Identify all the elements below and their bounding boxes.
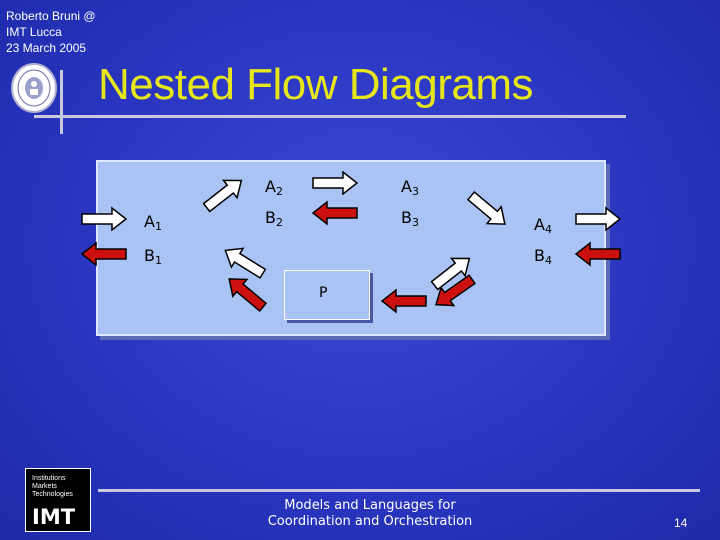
label-a3: A3 — [401, 177, 419, 198]
imt-logo: Institutions Markets Technologies IMT — [25, 468, 91, 532]
arrow-a4-out-icon — [575, 207, 621, 231]
process-p-box: P — [284, 270, 370, 320]
author-text: Roberto Bruni @ — [6, 9, 96, 23]
footer-caption: Models and Languages for Coordination an… — [267, 498, 473, 529]
slide-title: Nested Flow Diagrams — [98, 60, 534, 109]
arrow-b3-to-b2-icon — [312, 201, 358, 225]
arrow-in-a1-icon — [81, 207, 127, 231]
arrow-out-b1-icon — [81, 242, 127, 266]
label-a1: A1 — [144, 212, 162, 233]
arrow-b4-in-icon — [575, 242, 621, 266]
arrow-p-to-b2-icon — [221, 269, 271, 317]
decorative-horizontal-line — [34, 115, 626, 118]
label-a4: A4 — [534, 215, 552, 236]
label-p: P — [319, 285, 328, 301]
label-a2: A2 — [265, 177, 283, 198]
page-number: 14 — [674, 516, 688, 530]
logo-name: IMT — [32, 505, 76, 529]
footer-divider — [98, 489, 700, 492]
decorative-vertical-line — [60, 70, 63, 134]
logo-text: Institutions Markets Technologies — [32, 475, 73, 498]
arrow-a1-to-a2-icon — [199, 171, 249, 217]
label-b4: B4 — [534, 246, 552, 267]
label-b2: B2 — [265, 208, 283, 229]
arrow-b3-to-p-icon — [381, 289, 427, 313]
institution-text: IMT Lucca — [6, 25, 62, 39]
arrow-a2-to-a3-icon — [312, 171, 358, 195]
slide-header: Roberto Bruni @ IMT Lucca 23 March 2005 — [6, 8, 96, 56]
arrow-b2-to-b1-icon — [218, 240, 270, 284]
label-b3: B3 — [401, 208, 419, 229]
label-b1: B1 — [144, 246, 162, 267]
university-seal-icon — [11, 63, 57, 113]
arrow-a3-to-a4-icon — [463, 186, 513, 234]
date-text: 23 March 2005 — [6, 41, 87, 55]
